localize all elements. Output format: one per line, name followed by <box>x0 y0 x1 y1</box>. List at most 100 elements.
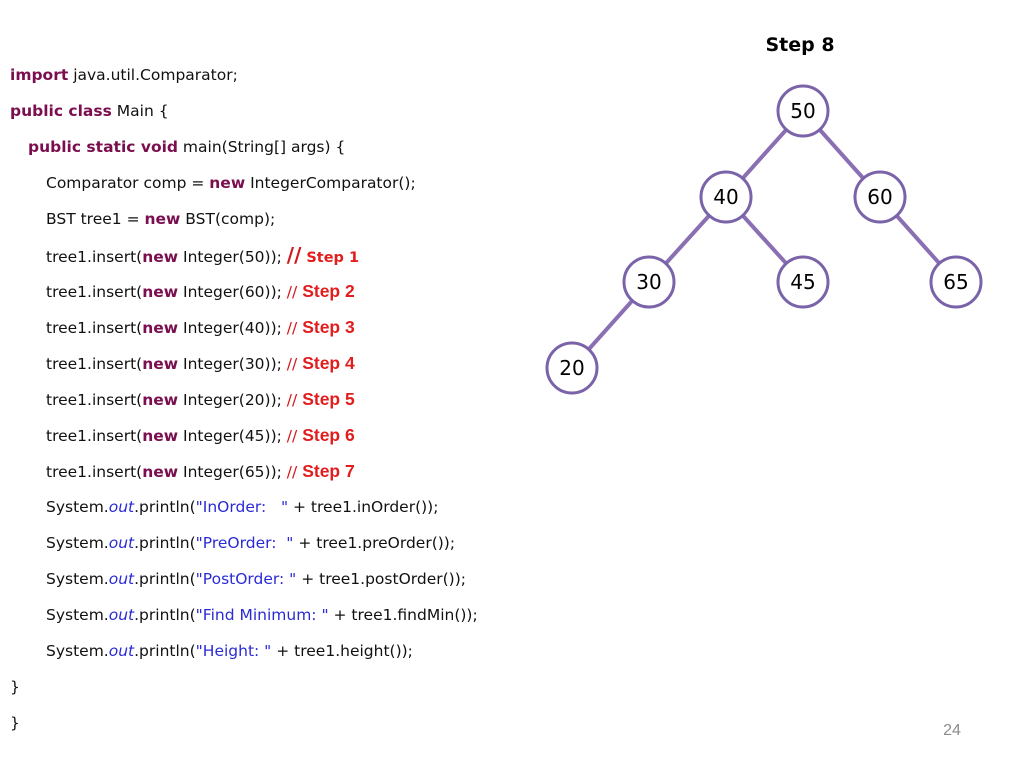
code-line-bst: BST tree1 = new BST(comp); <box>10 201 478 237</box>
code-line-class: public class Main { <box>10 93 478 129</box>
closing-brace: } <box>10 678 20 696</box>
step-comment: Step 1 <box>306 250 360 266</box>
code-listing: import java.util.Comparator; public clas… <box>10 57 478 741</box>
keyword: new <box>209 174 246 192</box>
tree-node-circle <box>545 341 599 395</box>
tree-node-value: 40 <box>713 185 738 209</box>
tree-node-40: 40 <box>699 170 753 224</box>
tree-node-30: 30 <box>622 255 676 309</box>
code-text: Integer(50)); <box>178 248 287 266</box>
code-line-print: System.out.println("Find Minimum: " + tr… <box>10 597 478 633</box>
string-literal: "PostOrder: " <box>195 570 297 588</box>
code-text: Integer(20)); <box>178 391 287 409</box>
code-line-close: } <box>10 669 478 705</box>
code-text: Integer(30)); <box>178 355 287 373</box>
code-line-insert: tree1.insert(new Integer(30)); // Step 4 <box>10 345 478 381</box>
code-text: Comparator comp = <box>46 174 210 192</box>
step-comment: Step 7 <box>302 461 355 481</box>
tree-node-50: 50 <box>776 84 830 138</box>
code-text: java.util.Comparator; <box>68 66 238 84</box>
tree-node-value: 65 <box>943 270 968 294</box>
tree-node-value: 30 <box>636 270 661 294</box>
keyword: new <box>142 283 179 301</box>
code-line-insert: tree1.insert(new Integer(50)); // Step 1 <box>10 237 478 273</box>
code-line-print: System.out.println("InOrder: " + tree1.i… <box>10 489 478 525</box>
keyword: new <box>142 463 179 481</box>
tree-node-45: 45 <box>776 255 830 309</box>
keyword: public static void <box>28 138 178 156</box>
keyword: new <box>142 319 179 337</box>
tree-node-value: 50 <box>790 99 815 123</box>
step-comment: Step 4 <box>302 353 355 373</box>
step-comment: Step 6 <box>302 425 355 445</box>
comment-marker: // <box>286 319 298 337</box>
code-line-insert: tree1.insert(new Integer(60)); // Step 2 <box>10 273 478 309</box>
out-field: out <box>108 606 135 624</box>
step-comment: Step 2 <box>302 281 355 301</box>
code-text: BST tree1 = <box>46 210 145 228</box>
tree-node-value: 60 <box>867 185 892 209</box>
code-text: System. <box>46 534 109 552</box>
tree-node-circle <box>699 170 753 224</box>
code-text: System. <box>46 606 109 624</box>
out-field: out <box>108 570 135 588</box>
code-text: + tree1.postOrder()); <box>296 570 466 588</box>
code-text: + tree1.preOrder()); <box>293 534 456 552</box>
page-number: 24 <box>943 722 961 739</box>
out-field: out <box>108 642 135 660</box>
code-text: BST(comp); <box>180 210 276 228</box>
code-line-main: public static void main(String[] args) { <box>10 129 478 165</box>
code-line-comparator: Comparator comp = new IntegerComparator(… <box>10 165 478 201</box>
closing-brace: } <box>10 714 20 732</box>
comment-marker: // <box>286 355 298 373</box>
code-text: .println( <box>134 534 196 552</box>
keyword: new <box>142 248 179 266</box>
code-text: main(String[] args) { <box>178 138 346 156</box>
code-text: .println( <box>134 642 196 660</box>
step-comment: Step 3 <box>302 317 355 337</box>
code-text: Integer(40)); <box>178 319 287 337</box>
code-text: IntegerComparator(); <box>245 174 416 192</box>
keyword: new <box>142 355 179 373</box>
code-text: tree1.insert( <box>46 283 143 301</box>
code-text: + tree1.inOrder()); <box>288 498 439 516</box>
out-field: out <box>108 534 135 552</box>
keyword: public class <box>10 102 112 120</box>
code-line-insert: tree1.insert(new Integer(40)); // Step 3 <box>10 309 478 345</box>
out-field: out <box>108 498 135 516</box>
tree-node-circle <box>929 255 983 309</box>
keyword: import <box>10 66 69 84</box>
keyword: new <box>142 427 179 445</box>
tree-node-value: 45 <box>790 270 815 294</box>
code-text: .println( <box>134 570 196 588</box>
code-text: tree1.insert( <box>46 463 143 481</box>
string-literal: "PreOrder: " <box>195 534 294 552</box>
code-line-print: System.out.println("Height: " + tree1.he… <box>10 633 478 669</box>
comment-marker: // <box>286 283 298 301</box>
code-text: System. <box>46 570 109 588</box>
code-text: + tree1.height()); <box>271 642 413 660</box>
step-title: Step 8 <box>765 34 835 56</box>
code-line-import: import java.util.Comparator; <box>10 57 478 93</box>
code-text: Integer(60)); <box>178 283 287 301</box>
code-text: System. <box>46 642 109 660</box>
tree-node-60: 60 <box>853 170 907 224</box>
code-line-insert: tree1.insert(new Integer(65)); // Step 7 <box>10 453 478 489</box>
code-text: tree1.insert( <box>46 355 143 373</box>
step-comment: Step 5 <box>302 389 355 409</box>
code-text: tree1.insert( <box>46 391 143 409</box>
comment-marker: // <box>286 463 298 481</box>
code-text: Integer(45)); <box>178 427 287 445</box>
comment-marker: // <box>286 391 298 409</box>
tree-node-circle <box>776 255 830 309</box>
string-literal: "InOrder: " <box>195 498 289 516</box>
code-line-close: } <box>10 705 478 741</box>
code-text: .println( <box>134 606 196 624</box>
code-text: System. <box>46 498 109 516</box>
keyword: new <box>142 391 179 409</box>
code-line-print: System.out.println("PostOrder: " + tree1… <box>10 561 478 597</box>
code-text: + tree1.findMin()); <box>328 606 478 624</box>
comment-marker: // <box>286 427 298 445</box>
code-line-insert: tree1.insert(new Integer(45)); // Step 6 <box>10 417 478 453</box>
